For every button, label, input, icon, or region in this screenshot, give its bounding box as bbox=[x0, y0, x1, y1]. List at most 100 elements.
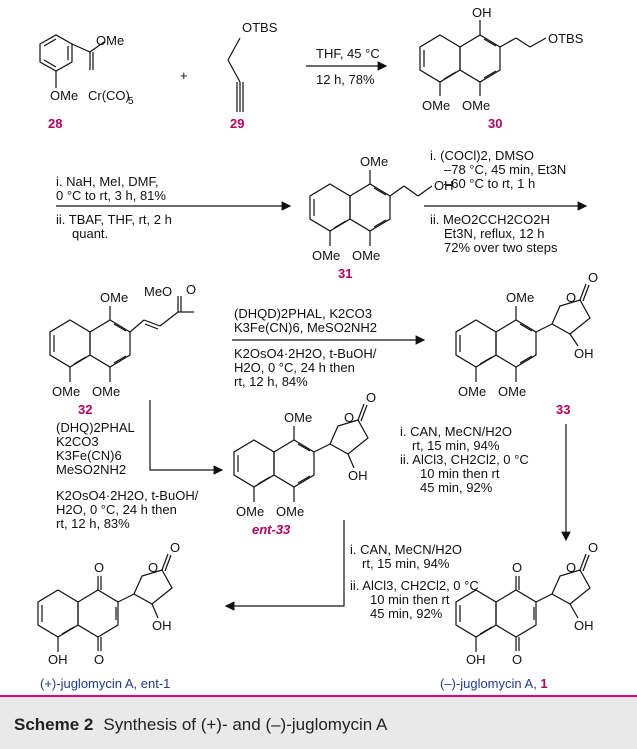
conditions-step4: (DHQD)2PHAL, K2CO3 K3Fe(CN)6, MeSO2NH2 K… bbox=[234, 306, 377, 389]
conditions-step1: THF, 45 °C 12 h, 78% bbox=[316, 46, 380, 87]
compound-33-structure bbox=[455, 283, 591, 382]
svg-text:K3Fe(CN)6, MeSO2NH2: K3Fe(CN)6, MeSO2NH2 bbox=[234, 320, 377, 335]
svg-text:O: O bbox=[344, 410, 354, 425]
svg-text:OMe: OMe bbox=[506, 290, 534, 305]
compound-28-labels: OMe OMe Cr(CO) 5 28 bbox=[48, 33, 134, 131]
svg-text:OH: OH bbox=[434, 178, 454, 193]
svg-text:OH: OH bbox=[574, 618, 594, 633]
svg-text:OTBS: OTBS bbox=[548, 31, 584, 46]
svg-text:45 min, 92%: 45 min, 92% bbox=[420, 480, 493, 495]
svg-text:rt, 15 min, 94%: rt, 15 min, 94% bbox=[362, 556, 450, 571]
svg-text:OMe: OMe bbox=[92, 384, 120, 399]
arrow-step5 bbox=[149, 400, 224, 475]
svg-text:OMe: OMe bbox=[100, 290, 128, 305]
scheme-caption: Scheme 2 Synthesis of (+)- and (–)-juglom… bbox=[14, 715, 387, 735]
compound-minus-juglomycin-labels: O O O O OH OH (–)-juglomycin A, 1 bbox=[440, 540, 598, 691]
caption-divider bbox=[0, 695, 637, 698]
compound-30-labels: OH OTBS OMe OMe 30 bbox=[422, 5, 584, 131]
svg-text:OMe: OMe bbox=[50, 88, 78, 103]
svg-text:OMe: OMe bbox=[52, 384, 80, 399]
svg-text:–78 °C, 45 min, Et3N: –78 °C, 45 min, Et3N bbox=[444, 162, 566, 177]
caption-bar bbox=[0, 697, 637, 749]
svg-text:K2CO3: K2CO3 bbox=[56, 434, 99, 449]
svg-text:O: O bbox=[94, 560, 104, 575]
compound-plus-juglomycin-structure bbox=[37, 553, 173, 652]
svg-text:i. NaH, MeI, DMF,: i. NaH, MeI, DMF, bbox=[56, 174, 159, 189]
svg-text:OMe: OMe bbox=[276, 504, 304, 519]
svg-text:rt, 12 h, 83%: rt, 12 h, 83% bbox=[56, 516, 130, 531]
svg-text:OMe: OMe bbox=[422, 98, 450, 113]
caption-text: Synthesis of (+)- and (–)-juglomycin A bbox=[103, 715, 388, 734]
svg-text:(DHQD)2PHAL, K2CO3: (DHQD)2PHAL, K2CO3 bbox=[234, 306, 372, 321]
compound-29-structure bbox=[227, 37, 244, 112]
compound-minus-juglomycin-structure bbox=[455, 553, 591, 652]
svg-text:OMe: OMe bbox=[498, 384, 526, 399]
svg-text:O: O bbox=[94, 652, 104, 667]
conditions-step6: i. CAN, MeCN/H2O rt, 15 min, 94% ii. AlC… bbox=[400, 424, 529, 495]
svg-text:O: O bbox=[512, 652, 522, 667]
svg-text:OMe: OMe bbox=[360, 154, 388, 169]
svg-text:K2OsO4·2H2O, t-BuOH/: K2OsO4·2H2O, t-BuOH/ bbox=[56, 488, 199, 503]
plus-sign: + bbox=[180, 68, 188, 83]
svg-text:OMe: OMe bbox=[284, 410, 312, 425]
svg-text:ii. MeO2CCH2CO2H: ii. MeO2CCH2CO2H bbox=[430, 212, 550, 227]
svg-text:ent-33: ent-33 bbox=[252, 522, 291, 537]
svg-text:quant.: quant. bbox=[72, 226, 108, 241]
svg-text:OH: OH bbox=[152, 618, 172, 633]
svg-text:33: 33 bbox=[556, 402, 570, 417]
svg-text:OH: OH bbox=[472, 5, 492, 20]
compound-31-labels: OMe OH OMe OMe 31 bbox=[312, 154, 454, 281]
svg-text:ii. TBAF, THF, rt, 2 h: ii. TBAF, THF, rt, 2 h bbox=[56, 212, 172, 227]
svg-text:72% over two steps: 72% over two steps bbox=[444, 240, 558, 255]
svg-text:O: O bbox=[512, 560, 522, 575]
svg-text:ii. AlCl3, CH2Cl2, 0 °C: ii. AlCl3, CH2Cl2, 0 °C bbox=[400, 452, 529, 467]
svg-text:OH: OH bbox=[466, 652, 486, 667]
svg-text:rt, 12 h, 84%: rt, 12 h, 84% bbox=[234, 374, 308, 389]
svg-text:(+)-juglomycin A, ent-1: (+)-juglomycin A, ent-1 bbox=[40, 676, 170, 691]
svg-text:OMe: OMe bbox=[312, 248, 340, 263]
compound-plus-juglomycin-labels: O O O O OH OH (+)-juglomycin A, ent-1 bbox=[40, 540, 180, 691]
compound-ent33-structure bbox=[233, 403, 369, 502]
arrow-step7 bbox=[224, 520, 345, 611]
svg-text:10 min then rt: 10 min then rt bbox=[370, 592, 450, 607]
svg-text:O: O bbox=[588, 540, 598, 555]
svg-text:Cr(CO): Cr(CO) bbox=[88, 88, 130, 103]
svg-text:–60 °C to rt, 1 h: –60 °C to rt, 1 h bbox=[444, 176, 535, 191]
svg-text:30: 30 bbox=[488, 116, 502, 131]
svg-text:O: O bbox=[170, 540, 180, 555]
svg-text:i. (COCl)2, DMSO: i. (COCl)2, DMSO bbox=[430, 148, 534, 163]
svg-text:29: 29 bbox=[230, 116, 244, 131]
svg-text:K2OsO4·2H2O, t-BuOH/: K2OsO4·2H2O, t-BuOH/ bbox=[234, 346, 377, 361]
compound-33-labels: OMe O O OH OMe OMe 33 bbox=[458, 270, 598, 417]
svg-text:OMe: OMe bbox=[458, 384, 486, 399]
compound-29-labels: OTBS 29 bbox=[230, 20, 278, 131]
compound-ent33-labels: OMe O O OH OMe OMe ent-33 bbox=[236, 390, 376, 537]
svg-text:O: O bbox=[366, 390, 376, 405]
svg-text:OH: OH bbox=[348, 468, 368, 483]
compound-31-structure bbox=[309, 170, 433, 246]
conditions-step7: i. CAN, MeCN/H2O rt, 15 min, 94% ii. AlC… bbox=[350, 542, 479, 621]
conditions-step2: i. NaH, MeI, DMF, 0 °C to rt, 3 h, 81% i… bbox=[56, 174, 172, 241]
svg-text:Et3N, reflux, 12 h: Et3N, reflux, 12 h bbox=[444, 226, 544, 241]
svg-text:OTBS: OTBS bbox=[242, 20, 278, 35]
compound-minus-juglomycin-name: (–)-juglomycin A, 1 bbox=[440, 676, 548, 691]
svg-text:MeO: MeO bbox=[144, 284, 172, 299]
svg-text:0 °C to rt, 3 h, 81%: 0 °C to rt, 3 h, 81% bbox=[56, 188, 166, 203]
compound-28-structure bbox=[39, 34, 105, 88]
svg-text:O: O bbox=[566, 290, 576, 305]
svg-text:OMe: OMe bbox=[96, 33, 124, 48]
svg-text:i. CAN, MeCN/H2O: i. CAN, MeCN/H2O bbox=[350, 542, 462, 557]
svg-text:O: O bbox=[566, 560, 576, 575]
svg-text:OH: OH bbox=[574, 346, 594, 361]
svg-text:28: 28 bbox=[48, 116, 62, 131]
svg-text:O: O bbox=[186, 282, 196, 297]
svg-text:OMe: OMe bbox=[352, 248, 380, 263]
svg-text:O: O bbox=[148, 560, 158, 575]
compound-30-structure bbox=[419, 20, 547, 96]
svg-text:OMe: OMe bbox=[462, 98, 490, 113]
svg-text:K3Fe(CN)6: K3Fe(CN)6 bbox=[56, 448, 122, 463]
reaction-scheme: OMe OMe Cr(CO) 5 28 + OTBS 29 OH OTBS OM… bbox=[37, 5, 598, 691]
svg-text:5: 5 bbox=[128, 96, 134, 107]
caption-label: Scheme 2 bbox=[14, 715, 94, 734]
svg-text:10 min then rt: 10 min then rt bbox=[420, 466, 500, 481]
